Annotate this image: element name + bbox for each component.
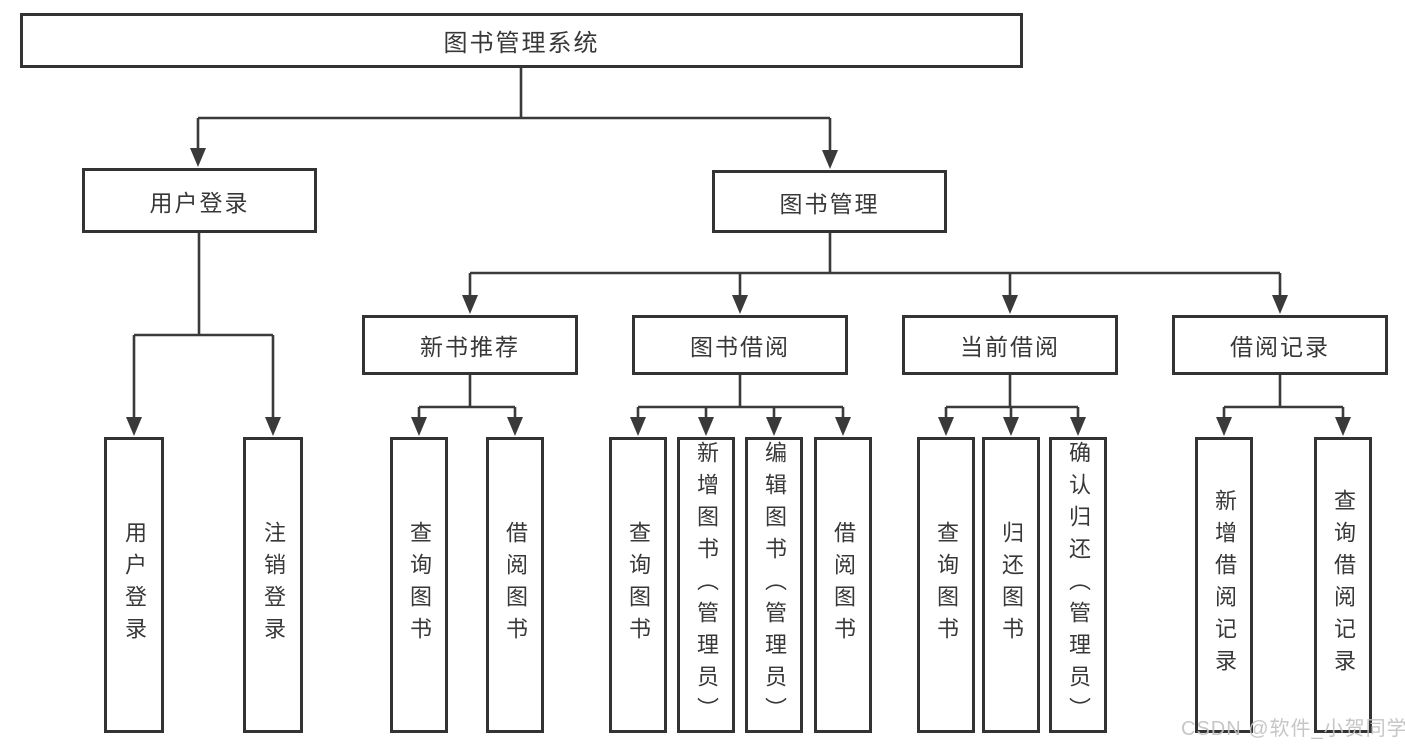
leaf-records-add-record: 新增借阅记录 <box>1195 437 1253 733</box>
node-borrow-records: 借阅记录 <box>1172 315 1388 375</box>
node-book-management: 图书管理 <box>712 170 947 233</box>
node-book-borrow: 图书借阅 <box>632 315 848 375</box>
node-current-borrow: 当前借阅 <box>902 315 1118 375</box>
leaf-current-confirm-return-admin: 确认归还（管理员） <box>1049 437 1107 733</box>
csdn-watermark: CSDN @软件_小贺同学 <box>1181 718 1405 740</box>
leaf-current-query-books: 查询图书 <box>917 437 975 733</box>
leaf-borrow-query-books: 查询图书 <box>609 437 667 733</box>
leaf-current-return-books: 归还图书 <box>982 437 1040 733</box>
leaf-borrow-edit-books-admin: 编辑图书（管理员） <box>745 437 803 733</box>
leaf-records-query-record: 查询借阅记录 <box>1314 437 1372 733</box>
node-new-book-recommend: 新书推荐 <box>362 315 578 375</box>
leaf-newbook-borrow-books: 借阅图书 <box>486 437 544 733</box>
node-user-login: 用户登录 <box>82 168 317 233</box>
leaf-user-login: 用户登录 <box>104 437 164 733</box>
leaf-borrow-add-books-admin: 新增图书（管理员） <box>677 437 735 733</box>
leaf-newbook-query-books: 查询图书 <box>390 437 448 733</box>
node-library-management-system: 图书管理系统 <box>20 13 1023 68</box>
leaf-logout: 注销登录 <box>243 437 303 733</box>
leaf-borrow-borrow-books: 借阅图书 <box>814 437 872 733</box>
